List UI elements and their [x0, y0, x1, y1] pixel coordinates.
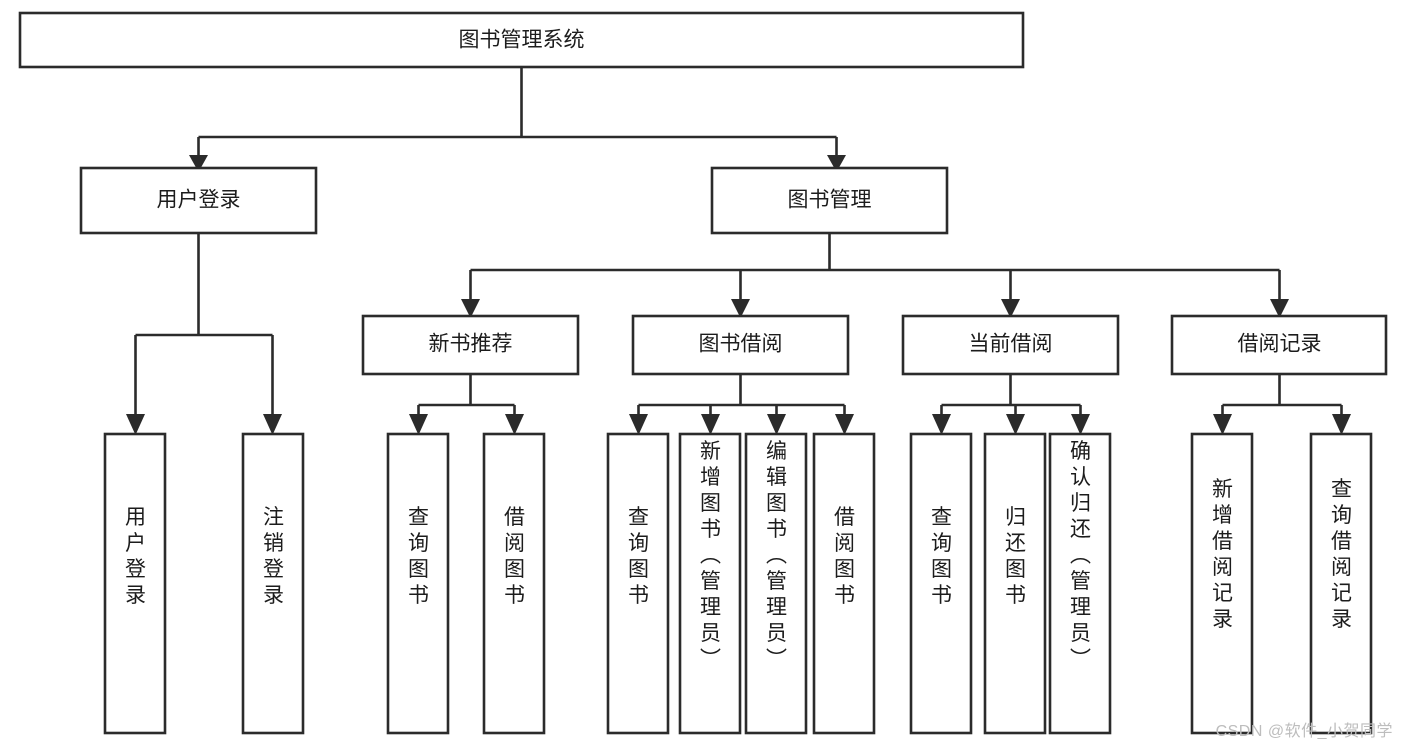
node-book-management-box[interactable] [710, 166, 949, 235]
leaf-node-search-book-2[interactable]: 查询图书 [606, 432, 670, 735]
leaf-node-add-book-label: 新增图书︵管理员︶ [700, 440, 721, 671]
node-new-book-recommend-box[interactable] [361, 314, 580, 376]
node-root-box[interactable] [18, 11, 1025, 69]
leaf-node-search-book-1-label: 查询图书 [408, 506, 429, 607]
arrowhead-icon [932, 414, 951, 435]
connector-layer [134, 67, 1343, 419]
arrowhead-icon [461, 299, 480, 318]
leaf-node-logout-label: 注销登录 [263, 506, 284, 607]
node-root-label: 图书管理系统 [459, 29, 585, 52]
leaf-node-add-borrow-record-box[interactable] [1190, 432, 1254, 735]
leaf-node-add-borrow-record-label: 新增借阅记录 [1212, 478, 1233, 631]
arrowhead-icon [263, 414, 282, 435]
leaf-node-edit-book[interactable]: 编辑图书︵管理员︶ [744, 432, 808, 735]
leaf-node-return-book-label: 归还图书 [1005, 506, 1026, 607]
node-borrow-record-box[interactable] [1170, 314, 1388, 376]
leaf-node-logout[interactable]: 注销登录 [241, 432, 305, 735]
arrowhead-icon [835, 414, 854, 435]
leaf-node-user-login-box[interactable] [103, 432, 167, 735]
node-root[interactable]: 图书管理系统 [18, 11, 1025, 69]
leaf-node-search-borrow-record[interactable]: 查询借阅记录 [1309, 432, 1373, 735]
arrowhead-icon [1006, 414, 1025, 435]
leaf-node-borrow-book-2[interactable]: 借阅图书 [812, 432, 876, 735]
leaf-node-return-book-box[interactable] [983, 432, 1047, 735]
edge-book-mgmt-bus [469, 233, 1281, 301]
leaf-node-confirm-return[interactable]: 确认归还︵管理员︶ [1048, 432, 1112, 735]
leaf-node-borrow-book-2-label: 借阅图书 [834, 506, 855, 607]
arrowhead-icon [1071, 414, 1090, 435]
leaf-node-search-book-2-label: 查询图书 [628, 506, 649, 607]
leaf-node-search-book-3-box[interactable] [909, 432, 973, 735]
leaf-node-search-borrow-record-box[interactable] [1309, 432, 1373, 735]
node-current-borrow-box[interactable] [901, 314, 1120, 376]
leaf-node-user-login[interactable]: 用户登录 [103, 432, 167, 735]
leaf-node-search-book-2-box[interactable] [606, 432, 670, 735]
leaf-node-add-borrow-record[interactable]: 新增借阅记录 [1190, 432, 1254, 735]
leaf-node-confirm-return-box[interactable] [1048, 432, 1112, 735]
leaf-node-borrow-book-1-box[interactable] [482, 432, 546, 735]
arrowhead-icon [1332, 414, 1351, 435]
leaf-node-return-book[interactable]: 归还图书 [983, 432, 1047, 735]
arrowhead-icon [189, 155, 208, 172]
leaf-node-add-book[interactable]: 新增图书︵管理员︶ [678, 432, 742, 735]
arrowhead-icon [767, 414, 786, 435]
node-book-management-label: 图书管理 [788, 189, 872, 212]
arrowhead-icon [505, 414, 524, 435]
leaf-node-search-borrow-record-label: 查询借阅记录 [1331, 478, 1352, 631]
arrowhead-icon [1001, 299, 1020, 318]
edge-user-login-bus [134, 233, 274, 419]
node-user-login[interactable]: 用户登录 [79, 166, 318, 235]
node-current-borrow[interactable]: 当前借阅 [901, 314, 1120, 376]
leaf-node-search-book-3-label: 查询图书 [931, 506, 952, 607]
edge-borrow-record-bus [1221, 374, 1343, 419]
leaf-node-borrow-book-1[interactable]: 借阅图书 [482, 432, 546, 735]
arrowhead-icon [126, 414, 145, 435]
leaf-node-search-book-1[interactable]: 查询图书 [386, 432, 450, 735]
node-book-borrow-label: 图书借阅 [699, 333, 783, 356]
leaf-node-search-book-1-box[interactable] [386, 432, 450, 735]
node-book-borrow[interactable]: 图书借阅 [631, 314, 850, 376]
node-user-login-box[interactable] [79, 166, 318, 235]
arrowhead-icon [731, 299, 750, 318]
leaf-node-borrow-book-1-label: 借阅图书 [504, 506, 525, 607]
node-book-management[interactable]: 图书管理 [710, 166, 949, 235]
arrowhead-layer [126, 155, 1351, 435]
edge-current-borrow-bus [940, 374, 1082, 419]
leaf-node-user-login-label: 用户登录 [125, 506, 146, 607]
node-new-book-recommend-label: 新书推荐 [429, 333, 513, 356]
node-borrow-record-label: 借阅记录 [1238, 333, 1322, 356]
node-borrow-record[interactable]: 借阅记录 [1170, 314, 1388, 376]
edge-new-book-bus [417, 374, 516, 419]
arrowhead-icon [827, 155, 846, 172]
leaf-node-edit-book-box[interactable] [744, 432, 808, 735]
arrowhead-icon [629, 414, 648, 435]
node-user-login-label: 用户登录 [157, 189, 241, 212]
leaf-node-confirm-return-label: 确认归还︵管理员︶ [1070, 440, 1091, 671]
leaf-node-logout-box[interactable] [241, 432, 305, 735]
arrowhead-icon [1270, 299, 1289, 318]
node-current-borrow-label: 当前借阅 [969, 333, 1053, 356]
arrowhead-icon [1213, 414, 1232, 435]
arrowhead-icon [409, 414, 428, 435]
leaf-node-edit-book-label: 编辑图书︵管理员︶ [766, 440, 787, 671]
leaf-node-search-book-3[interactable]: 查询图书 [909, 432, 973, 735]
leaf-node-add-book-box[interactable] [678, 432, 742, 735]
edge-book-borrow-bus [637, 374, 846, 419]
edge-root-bus [197, 67, 838, 157]
leaf-node-borrow-book-2-box[interactable] [812, 432, 876, 735]
node-new-book-recommend[interactable]: 新书推荐 [361, 314, 580, 376]
node-book-borrow-box[interactable] [631, 314, 850, 376]
arrowhead-icon [701, 414, 720, 435]
